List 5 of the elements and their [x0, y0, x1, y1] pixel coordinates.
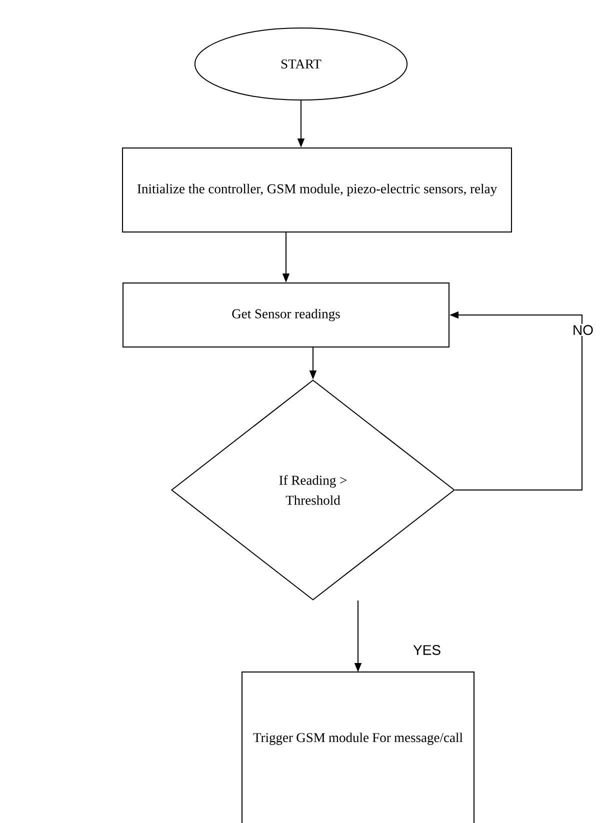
process-box: Initialize the controller, GSM module, piezo-electric sensors, relay: [122, 148, 512, 232]
edge-label: NO: [572, 324, 594, 336]
process-box: Trigger GSM module For message/call: [242, 672, 474, 823]
process-box: Get Sensor readings: [122, 282, 450, 348]
edge-label: YES: [412, 644, 442, 656]
